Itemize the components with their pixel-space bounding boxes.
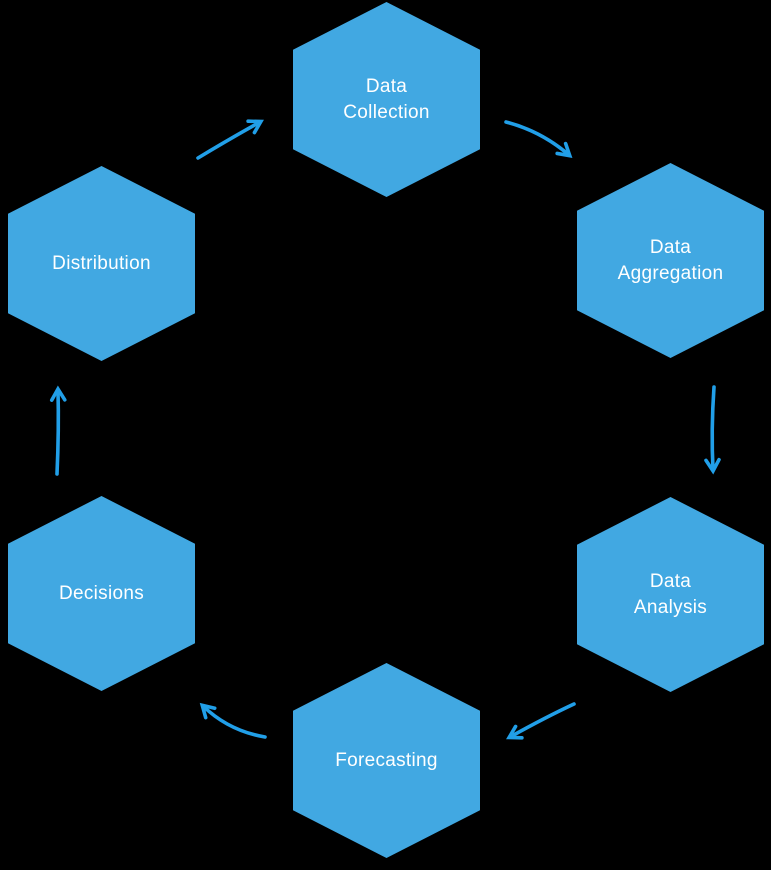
- node-label-line: Data: [649, 236, 692, 258]
- arrow-decisions-to-distribution: [49, 385, 67, 476]
- node-data-analysis: Data Analysis: [577, 497, 764, 692]
- arrow-forecasting-to-decisions: [199, 702, 267, 739]
- node-label-line: Distribution: [52, 252, 151, 274]
- node-distribution: Distribution: [8, 166, 195, 361]
- arrow-data-aggregation-to-data-analysis: [704, 385, 721, 475]
- arrow-data-analysis-to-forecasting: [506, 702, 576, 740]
- node-forecasting: Forecasting: [293, 663, 480, 858]
- node-label-line: Collection: [343, 101, 430, 123]
- node-data-aggregation: Data Aggregation: [577, 163, 764, 358]
- node-label-line: Analysis: [633, 596, 708, 618]
- arrow-data-collection-to-data-aggregation: [504, 120, 573, 158]
- node-label-line: Data: [649, 570, 692, 592]
- node-label-line: Data: [365, 75, 408, 97]
- arrow-distribution-to-data-collection: [196, 119, 264, 160]
- node-label-line: Aggregation: [617, 262, 724, 284]
- node-label-line: Decisions: [58, 582, 145, 604]
- node-data-collection: Data Collection: [293, 2, 480, 197]
- node-label-line: Forecasting: [335, 749, 438, 771]
- node-decisions: Decisions: [8, 496, 195, 691]
